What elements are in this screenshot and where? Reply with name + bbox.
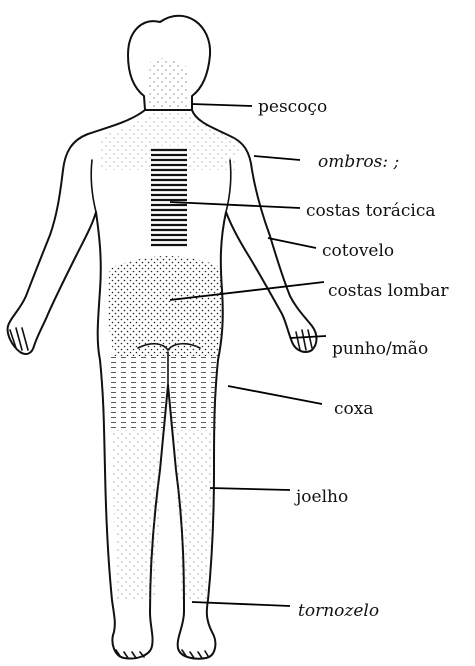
lumbar-shading <box>108 256 222 356</box>
thigh-leader <box>228 386 322 404</box>
label-wrist: punho/mão <box>332 339 428 359</box>
label-ankle: tornozelo <box>298 601 379 621</box>
label-thoracic: costas torácica <box>306 201 436 221</box>
label-lumbar: costas lombar <box>328 281 449 301</box>
thoracic-stripes <box>151 146 187 246</box>
legs-shading <box>112 430 162 600</box>
label-thigh: coxa <box>334 399 373 419</box>
label-neck: pescoço <box>258 97 327 117</box>
label-elbow: cotovelo <box>322 241 394 261</box>
labels: pescoço ombros: ; costas torácica cotove… <box>258 97 449 621</box>
shaded-regions <box>100 58 240 600</box>
shoulders-leader <box>254 156 300 160</box>
knee-leader <box>210 488 290 490</box>
elbow-leader <box>268 238 316 248</box>
neck-shading <box>148 58 190 108</box>
thigh-shading-right <box>170 356 218 430</box>
legs-shading-right <box>174 430 214 600</box>
label-shoulders: ombros: ; <box>318 152 399 172</box>
label-knee: joelho <box>294 487 348 507</box>
neck-leader <box>192 104 252 106</box>
thigh-shading <box>108 356 166 430</box>
